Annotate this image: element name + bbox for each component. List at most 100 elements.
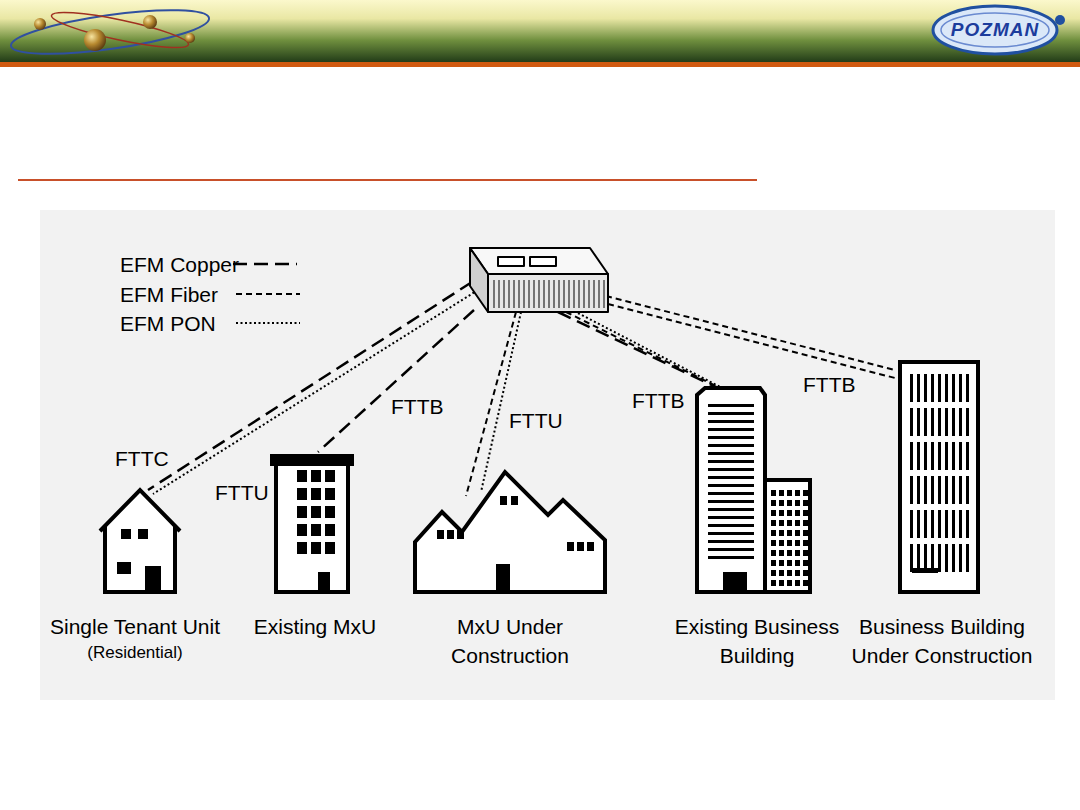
window — [787, 580, 792, 586]
window — [931, 374, 934, 402]
window — [952, 374, 955, 402]
window — [910, 476, 913, 504]
window — [803, 510, 808, 516]
floor-line — [708, 436, 754, 439]
pon-sample — [236, 322, 300, 324]
legend-text: EFM PON — [120, 311, 216, 336]
window — [945, 374, 948, 402]
floor-line — [708, 516, 754, 519]
floor-line — [708, 548, 754, 551]
orbit-ball — [185, 33, 195, 43]
house — [100, 490, 180, 592]
window — [787, 550, 792, 556]
window — [966, 476, 969, 504]
window — [771, 530, 776, 536]
window — [945, 476, 948, 504]
window — [803, 560, 808, 566]
mxu-roof — [272, 456, 352, 464]
window — [910, 544, 913, 572]
business-wing — [765, 480, 810, 592]
floor-line — [708, 420, 754, 423]
window — [771, 500, 776, 506]
window — [931, 544, 934, 572]
window — [325, 542, 335, 554]
window — [924, 544, 927, 572]
ridge-line — [564, 280, 565, 308]
orbit-ball — [84, 29, 106, 51]
window — [966, 544, 969, 572]
window — [803, 580, 808, 586]
link-type-label: FTTB — [629, 388, 688, 413]
ridge-line — [519, 280, 520, 308]
window — [587, 542, 594, 551]
window — [787, 560, 792, 566]
floor-line — [708, 532, 754, 535]
fiber-sample — [236, 293, 300, 295]
ridge-line — [524, 280, 525, 308]
header-rule — [0, 62, 1080, 67]
switch-vent — [498, 257, 524, 266]
mxu-tower — [276, 462, 348, 592]
window — [787, 530, 792, 536]
window — [959, 476, 962, 504]
legend-text: EFM Copper — [120, 252, 239, 277]
switch-vent — [530, 257, 556, 266]
floor-line — [708, 468, 754, 471]
window — [945, 510, 948, 538]
ridge-line — [604, 280, 605, 308]
link-type-label: FTTB — [800, 372, 859, 397]
window — [917, 510, 920, 538]
window — [803, 530, 808, 536]
window — [952, 408, 955, 436]
window — [567, 542, 574, 551]
window — [924, 374, 927, 402]
window — [910, 408, 913, 436]
window — [938, 476, 941, 504]
switch-device — [470, 248, 608, 312]
copper-link — [558, 312, 718, 388]
switch-top — [470, 248, 608, 274]
building-node: Business Building Under Construction — [843, 612, 1041, 670]
ridge-line — [504, 280, 505, 308]
window — [138, 529, 148, 539]
door — [145, 566, 161, 592]
window — [297, 524, 307, 536]
window — [297, 470, 307, 482]
building-node: Existing MxU — [236, 612, 394, 641]
window — [924, 510, 927, 538]
ridge-line — [494, 280, 495, 308]
orbit-ball — [34, 18, 46, 30]
window — [779, 570, 784, 576]
door — [723, 572, 747, 592]
window — [917, 476, 920, 504]
window — [311, 524, 321, 536]
floor-line — [708, 484, 754, 487]
window — [924, 476, 927, 504]
floor-line — [708, 556, 754, 559]
building-label: Existing Business Building — [663, 612, 851, 670]
link-type-label: FTTU — [506, 408, 566, 433]
window — [959, 544, 962, 572]
window — [803, 570, 808, 576]
window — [795, 540, 800, 546]
window — [945, 442, 948, 470]
window — [325, 470, 335, 482]
legend-text: EFM Fiber — [120, 282, 218, 307]
window — [917, 408, 920, 436]
window — [959, 408, 962, 436]
ridge-line — [569, 280, 570, 308]
ridge-line — [584, 280, 585, 308]
copper-sample — [233, 263, 297, 266]
window — [931, 510, 934, 538]
window — [959, 374, 962, 402]
window — [779, 530, 784, 536]
window — [945, 544, 948, 572]
window — [795, 530, 800, 536]
fiber-link — [606, 296, 895, 370]
window — [917, 374, 920, 402]
window — [803, 490, 808, 496]
window — [311, 542, 321, 554]
title-rule — [18, 179, 757, 181]
window — [795, 560, 800, 566]
